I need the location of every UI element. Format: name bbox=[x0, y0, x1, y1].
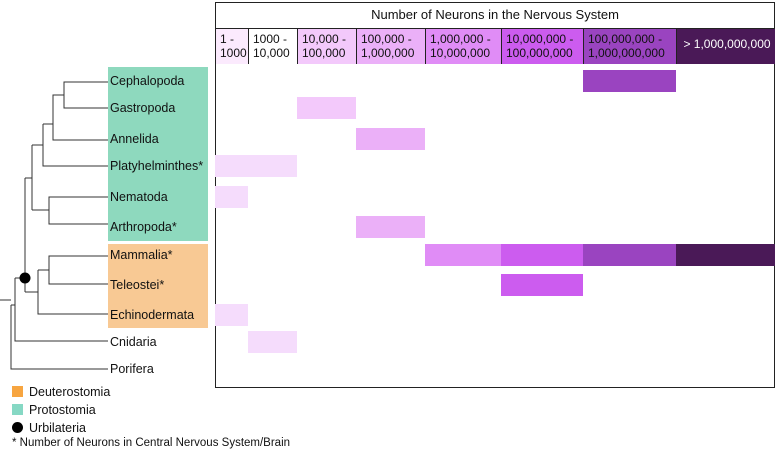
bar-arthropoda-bin-3 bbox=[356, 216, 425, 238]
bar-platyhelminthes-bin-1 bbox=[248, 155, 297, 177]
taxon-label: Echinodermata bbox=[110, 308, 195, 322]
deuterostomia-swatch bbox=[12, 386, 23, 397]
deuterostomia-highlight bbox=[108, 244, 208, 328]
bar-mammalia-bin-4 bbox=[425, 244, 501, 266]
bar-cnidaria-bin-1 bbox=[248, 331, 297, 353]
bar-gastropoda-bin-2 bbox=[297, 97, 356, 119]
bar-mammalia-bin-6 bbox=[583, 244, 676, 266]
taxon-label: Mammalia* bbox=[110, 248, 173, 262]
taxon-label: Platyhelminthes* bbox=[110, 159, 204, 173]
taxon-label: Annelida bbox=[110, 132, 159, 146]
legend-item-protostomia: Protostomia bbox=[12, 403, 96, 417]
taxon-label: Porifera bbox=[110, 362, 154, 376]
bin-header-3: 100,000 - 1,000,000 bbox=[356, 28, 425, 64]
bar-teleostei-bin-5 bbox=[501, 274, 583, 296]
tree-branch-echinodermata bbox=[37, 270, 108, 315]
tree-branch-cnidaria bbox=[14, 278, 108, 342]
phylogenetic-tree bbox=[0, 81, 108, 370]
bin-header-0: 1 - 1000 bbox=[215, 28, 248, 64]
bar-cephalopoda-bin-6 bbox=[583, 70, 676, 92]
bar-nematoda-bin-0 bbox=[215, 186, 248, 208]
taxon-label: Nematoda bbox=[110, 190, 168, 204]
taxon-label: Arthropoda* bbox=[110, 220, 177, 234]
tree-branch-annelida bbox=[52, 124, 108, 141]
legend-label: Protostomia bbox=[29, 403, 96, 417]
legend-item-deuterostomia: Deuterostomia bbox=[12, 385, 110, 399]
bar-mammalia-bin-5 bbox=[501, 244, 583, 266]
bin-header-6: 100,000,000 - 1,000,000,000 bbox=[583, 28, 676, 64]
urbilateria-dot-icon bbox=[12, 422, 23, 433]
bar-annelida-bin-3 bbox=[356, 128, 425, 150]
taxon-label: Gastropoda bbox=[110, 101, 176, 115]
bar-echinodermata-bin-0 bbox=[215, 304, 248, 326]
tree-branch-platyhelminthes bbox=[42, 124, 108, 167]
protostomia-highlight bbox=[108, 67, 208, 241]
legend-label: Urbilateria bbox=[29, 421, 86, 435]
bar-mammalia-bin-7 bbox=[676, 244, 775, 266]
protostomia-swatch bbox=[12, 404, 23, 415]
taxon-label: Cephalopoda bbox=[110, 74, 185, 88]
bin-header-2: 10,000 - 100,000 bbox=[297, 28, 356, 64]
legend-item-urbilateria: Urbilateria bbox=[12, 421, 86, 435]
bin-header-5: 10,000,000 - 100,000,000 bbox=[501, 28, 583, 64]
legend-label: Deuterostomia bbox=[29, 385, 111, 399]
chart-title: Number of Neurons in the Nervous System bbox=[371, 7, 619, 22]
tree-branch-porifera bbox=[10, 305, 108, 370]
bin-header-7: > 1,000,000,000 bbox=[676, 28, 775, 64]
footnote: * Number of Neurons in Central Nervous S… bbox=[12, 437, 291, 449]
taxon-label: Cnidaria bbox=[110, 335, 157, 349]
bin-header-4: 1,000,000 - 10,000,000 bbox=[425, 28, 501, 64]
bar-platyhelminthes-bin-0 bbox=[215, 155, 248, 177]
tree-branch-mollusca bbox=[52, 94, 64, 124]
bin-header-1: 1000 - 10,000 bbox=[248, 28, 297, 64]
chart-frame bbox=[215, 2, 775, 388]
taxon-label: Teleostei* bbox=[110, 278, 165, 292]
urbilateria-node bbox=[19, 272, 31, 284]
